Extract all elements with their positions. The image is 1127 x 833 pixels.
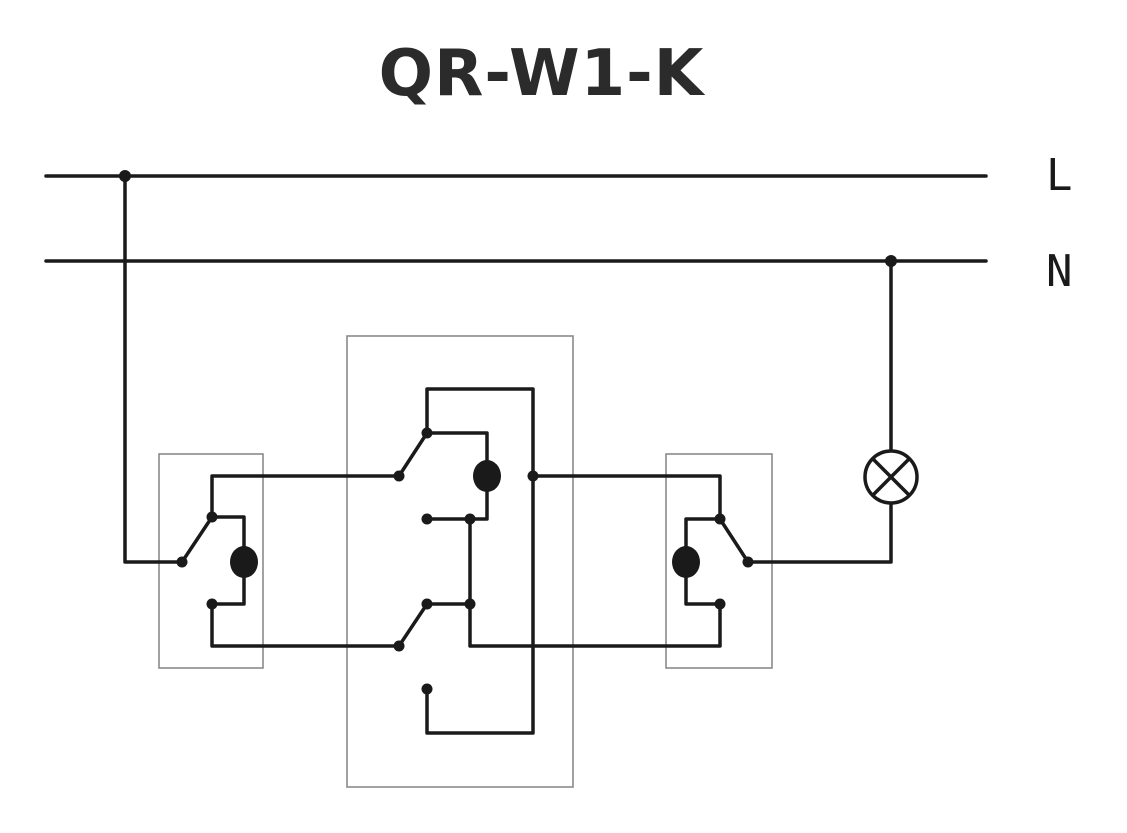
right-switch-lever — [718, 517, 750, 564]
intermediate-terminal-f — [464, 598, 476, 610]
neutral-junction — [885, 255, 897, 267]
live-junction — [119, 170, 131, 182]
left-upper-traveller — [210, 474, 401, 519]
intermediate-terminal-g — [393, 640, 405, 652]
intermediate-pivot — [473, 460, 501, 492]
intermediate-upper-lever — [397, 431, 429, 478]
intermediate-lower-lever — [397, 602, 429, 648]
right-upper-traveller — [531, 474, 722, 521]
intermediate-top-loop — [425, 387, 535, 478]
left-lower-traveller — [210, 602, 401, 648]
intermediate-lower-return — [468, 602, 535, 648]
intermediate-terminal-e — [421, 598, 433, 610]
page-title: QR-W1-K — [378, 37, 705, 111]
left-switch-common-terminal — [176, 556, 188, 568]
intermediate-switch-box — [346, 335, 574, 788]
intermediate-terminal-a — [393, 470, 405, 482]
intermediate-terminal-b — [421, 427, 433, 439]
intermediate-bottom-loop — [425, 474, 535, 735]
lamp-circle — [863, 449, 919, 505]
right-switch-lower-terminal — [714, 598, 726, 610]
lamp-icon — [863, 449, 919, 505]
right-lower-traveller — [531, 602, 722, 648]
intermediate-switch — [393, 387, 539, 735]
intermediate-terminal-c — [421, 513, 433, 525]
intermediate-terminal-d — [464, 513, 476, 525]
intermediate-terminal-h — [421, 683, 433, 695]
right-switch-pivot — [672, 546, 700, 578]
right-two-way-switch — [672, 513, 754, 610]
left-switch-pivot — [230, 546, 258, 578]
right-switch-upper-terminal — [714, 513, 726, 525]
live-line-label: L — [1046, 150, 1073, 201]
lamp-feed-wire — [746, 502, 893, 564]
left-switch-lever — [180, 515, 214, 564]
live-drop-wire — [123, 174, 184, 564]
left-two-way-switch — [176, 511, 258, 610]
lamp-cross-b — [871, 457, 911, 497]
neutral-line-label: N — [1046, 246, 1073, 297]
